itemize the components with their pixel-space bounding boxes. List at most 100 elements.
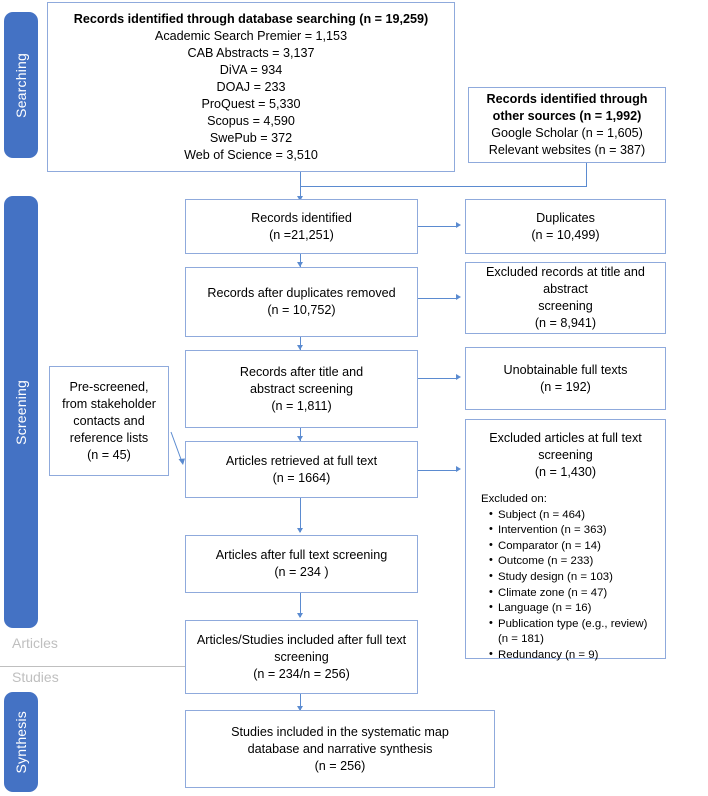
box-unobtainable-full-texts: Unobtainable full texts (n = 192) (465, 347, 666, 410)
records-identified-line1: Records identified (251, 210, 352, 225)
stage-label-screening: Screening (13, 379, 29, 445)
pre-screened-line4: reference lists (69, 430, 149, 445)
database-search-source-6: SwePub = 372 (209, 130, 293, 145)
database-search-title: Records identified through database sear… (73, 11, 429, 26)
connector-junction-to-records (300, 186, 301, 200)
connector-records-to-duplicates (418, 226, 458, 227)
connector-retrieved-to-excludedfull (418, 470, 458, 471)
excluded-full-text-line1: Excluded articles at full text screening (489, 431, 642, 462)
included-after-full-text-line3: (n = 234/n = 256) (253, 666, 350, 681)
unobtainable-line1: Unobtainable full texts (503, 362, 628, 377)
arrowhead-to-after-title-abstract (297, 345, 303, 350)
connector-included-to-studies (300, 694, 301, 710)
excluded-reason-1: Intervention (n = 363) (489, 522, 660, 539)
box-other-sources: Records identified through other sources… (468, 87, 666, 163)
after-title-abstract-line3: (n = 1,811) (271, 398, 332, 413)
excluded-reason-2: Comparator (n = 14) (489, 538, 660, 555)
box-database-search: Records identified through database sear… (47, 2, 455, 172)
excluded-reason-6: Language (n = 16) (489, 600, 660, 617)
box-studies-included: Studies included in the systematic map d… (185, 710, 495, 788)
other-sources-title-line1: Records identified through (486, 92, 648, 106)
database-search-source-5: Scopus = 4,590 (207, 113, 295, 128)
duplicates-line2: (n = 10,499) (531, 227, 600, 242)
arrowhead-to-after-duplicates (297, 262, 303, 267)
connector-aftertitle-to-unobtainable (418, 378, 458, 379)
arrowhead-to-studies-included (297, 706, 303, 711)
box-excluded-full-text: Excluded articles at full text screening… (465, 419, 666, 662)
studies-included-line2: database and narrative synthesis (247, 741, 433, 756)
box-pre-screened: Pre-screened, from stakeholder contacts … (49, 366, 169, 476)
connector-records-to-afterdup (300, 254, 301, 267)
articles-retrieved-line2: (n = 1664) (272, 470, 331, 485)
database-search-source-0: Academic Search Premier = 1,153 (154, 28, 348, 43)
box-articles-after-full-text: Articles after full text screening (n = … (185, 535, 418, 593)
database-search-source-3: DOAJ = 233 (216, 79, 286, 94)
after-duplicates-line1: Records after duplicates removed (207, 286, 396, 300)
box-after-duplicates-removed: Records after duplicates removed (n = 10… (185, 267, 418, 337)
box-excluded-title-abstract: Excluded records at title and abstract s… (465, 262, 666, 334)
database-search-source-4: ProQuest = 5,330 (201, 96, 301, 111)
articles-after-full-text-line1: Articles after full text screening (215, 548, 388, 562)
box-after-title-abstract: Records after title and abstract screeni… (185, 350, 418, 428)
studies-included-line3: (n = 256) (314, 758, 366, 773)
pre-screened-line3: contacts and (73, 413, 145, 428)
side-label-studies: Studies (12, 669, 59, 685)
pre-screened-line2: from stakeholder (62, 396, 156, 411)
excluded-full-text-line2: (n = 1,430) (534, 465, 597, 479)
excluded-reason-3: Outcome (n = 233) (489, 553, 660, 570)
other-sources-source-0: Google Scholar (n = 1,605) (491, 126, 643, 140)
database-search-source-7: Web of Science = 3,510 (184, 147, 318, 162)
arrowhead-to-included-after-full-text (297, 613, 303, 618)
connector-junction-bar (300, 186, 587, 187)
stage-label-searching: Searching (13, 52, 29, 118)
database-search-source-2: DiVA = 934 (219, 62, 283, 77)
other-sources-title-line2: other sources (n = 1,992) (492, 109, 642, 123)
after-title-abstract-line1: Records after title and (239, 364, 364, 379)
arrowhead-to-excluded-full-text (456, 466, 461, 472)
pre-screened-line1: Pre-screened, (69, 379, 149, 394)
connector-afterdup-to-aftertitle (300, 337, 301, 350)
other-sources-source-1: Relevant websites (n = 387) (488, 143, 646, 157)
connector-retrieved-to-afterfull (300, 498, 301, 532)
stage-label-synthesis: Synthesis (13, 710, 29, 774)
box-records-identified: Records identified (n =21,251) (185, 199, 418, 254)
included-after-full-text-line1: Articles/Studies included after full tex… (196, 632, 407, 647)
connector-aftertitle-to-retrieved (300, 428, 301, 441)
box-duplicates: Duplicates (n = 10,499) (465, 199, 666, 254)
studies-included-line1: Studies included in the systematic map (231, 724, 449, 739)
excluded-reasons-list: Subject (n = 464) Intervention (n = 363)… (481, 507, 660, 664)
articles-retrieved-line1: Articles retrieved at full text (225, 453, 378, 468)
box-included-after-full-text: Articles/Studies included after full tex… (185, 620, 418, 694)
box-articles-retrieved: Articles retrieved at full text (n = 166… (185, 441, 418, 498)
arrowhead-to-duplicates (456, 222, 461, 228)
connector-afterdup-to-excluded (418, 298, 458, 299)
side-label-articles: Articles (12, 635, 58, 651)
excluded-full-text-subheading: Excluded on: (481, 493, 547, 505)
articles-after-full-text-line2: (n = 234 ) (274, 565, 329, 579)
connector-othersources-down (586, 163, 587, 186)
connector-dbsearch-down (300, 172, 301, 186)
excluded-title-abstract-line3: (n = 8,941) (534, 316, 597, 330)
excluded-title-abstract-line1: Excluded records at title and abstract (486, 265, 645, 296)
articles-studies-divider (0, 666, 186, 667)
excluded-title-abstract-line2: screening (538, 299, 593, 313)
unobtainable-line2: (n = 192) (540, 379, 591, 394)
excluded-reason-0: Subject (n = 464) (489, 507, 660, 524)
excluded-reason-7: Publication type (e.g., review) (n = 181… (489, 616, 660, 648)
after-duplicates-line2: (n = 10,752) (267, 303, 336, 317)
arrowhead-to-articles-retrieved (297, 436, 303, 441)
database-search-source-1: CAB Abstracts = 3,137 (187, 45, 315, 60)
connector-afterfull-to-included (300, 593, 301, 617)
stage-pill-screening: Screening (4, 196, 38, 628)
pre-screened-line5: (n = 45) (87, 447, 131, 462)
stage-pill-searching: Searching (4, 12, 38, 158)
stage-pill-synthesis: Synthesis (4, 692, 38, 792)
excluded-reason-8: Redundancy (n = 9) (489, 647, 660, 664)
excluded-reason-4: Study design (n = 103) (489, 569, 660, 586)
arrowhead-to-records-identified (297, 196, 303, 201)
excluded-reason-5: Climate zone (n = 47) (489, 585, 660, 602)
records-identified-line2: (n =21,251) (269, 227, 334, 242)
arrowhead-to-unobtainable (456, 374, 461, 380)
after-title-abstract-line2: abstract screening (250, 381, 353, 396)
